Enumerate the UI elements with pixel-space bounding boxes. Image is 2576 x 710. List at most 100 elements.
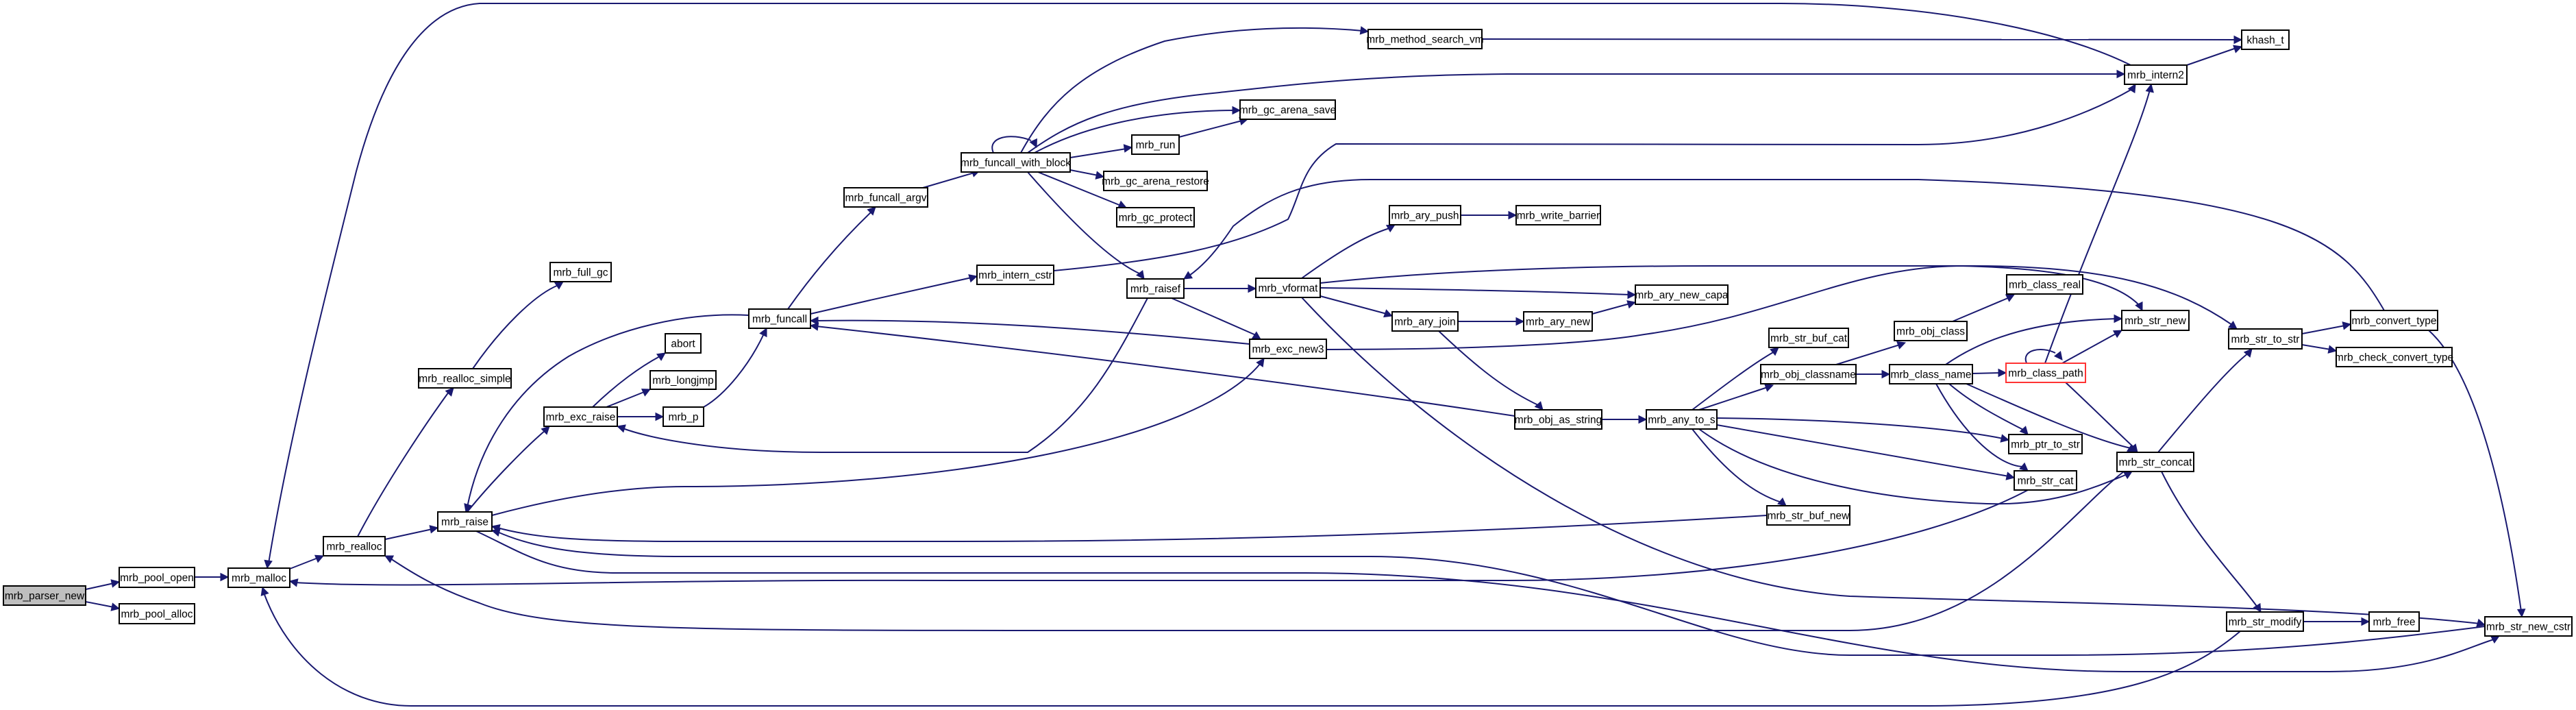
node-box[interactable] xyxy=(2124,64,2188,85)
node-box[interactable] xyxy=(1646,409,1718,430)
node-box[interactable] xyxy=(1255,278,1321,298)
node-any-to-s[interactable]: mrb_any_to_s xyxy=(1646,409,1718,430)
node-class-name[interactable]: mrb_class_name xyxy=(1889,364,1973,384)
node-box[interactable] xyxy=(549,262,612,282)
node-exc-raise[interactable]: mrb_exc_raise xyxy=(543,406,618,427)
node-realloc-simple[interactable]: mrb_realloc_simple xyxy=(418,368,512,389)
node-box[interactable] xyxy=(1239,99,1336,120)
node-pool-alloc[interactable]: mrb_pool_alloc xyxy=(119,603,195,624)
node-box[interactable] xyxy=(1367,29,1483,49)
node-box[interactable] xyxy=(1766,505,1850,526)
node-box[interactable] xyxy=(649,370,717,390)
node-box[interactable] xyxy=(1514,409,1602,430)
node-gc-protect[interactable]: mrb_gc_protect xyxy=(1116,207,1195,228)
node-full-gc[interactable]: mrb_full_gc xyxy=(549,262,612,282)
node-ary-join[interactable]: mrb_ary_join xyxy=(1391,311,1459,332)
node-exc-new3[interactable]: mrb_exc_new3 xyxy=(1249,339,1327,359)
node-obj-classname[interactable]: mrb_obj_classname xyxy=(1760,364,1857,384)
node-p[interactable]: mrb_p xyxy=(662,406,704,427)
node-ary-new[interactable]: mrb_ary_new xyxy=(1523,311,1593,332)
node-check-convert-type[interactable]: mrb_check_convert_type xyxy=(2335,347,2453,367)
node-malloc[interactable]: mrb_malloc xyxy=(227,567,290,588)
node-box[interactable] xyxy=(976,265,1054,285)
node-box[interactable] xyxy=(119,603,195,624)
node-box[interactable] xyxy=(2121,310,2190,331)
node-box[interactable] xyxy=(2336,347,2453,367)
node-str-concat[interactable]: mrb_str_concat xyxy=(2116,452,2194,472)
node-intern2[interactable]: mrb_intern2 xyxy=(2124,64,2188,85)
node-longjmp[interactable]: mrb_longjmp xyxy=(649,370,717,390)
node-abort[interactable]: abort xyxy=(665,333,702,354)
node-convert-type[interactable]: mrb_convert_type xyxy=(2350,310,2438,331)
node-free[interactable]: mrb_free xyxy=(2368,611,2420,632)
node-ary-new-capa[interactable]: mrb_ary_new_capa xyxy=(1635,284,1729,305)
node-box[interactable] xyxy=(1889,364,1973,384)
node-run[interactable]: mrb_run xyxy=(1131,134,1180,155)
node-realloc[interactable]: mrb_realloc xyxy=(323,536,386,556)
node-khash-t[interactable]: khash_t xyxy=(2241,29,2290,50)
node-box[interactable] xyxy=(2005,363,2086,383)
node-vformat[interactable]: mrb_vformat xyxy=(1255,278,1321,298)
node-box[interactable] xyxy=(3,585,86,606)
node-box[interactable] xyxy=(2008,434,2083,454)
node-box[interactable] xyxy=(2014,470,2077,491)
node-box[interactable] xyxy=(2484,616,2573,637)
node-gc-arena-restore[interactable]: mrb_gc_arena_restore xyxy=(1102,171,1209,191)
node-obj-as-string[interactable]: mrb_obj_as_string xyxy=(1514,409,1602,430)
node-box[interactable] xyxy=(1635,284,1729,305)
node-box[interactable] xyxy=(843,187,928,208)
node-box[interactable] xyxy=(418,368,512,389)
node-box[interactable] xyxy=(323,536,386,556)
node-gc-arena-save[interactable]: mrb_gc_arena_save xyxy=(1239,99,1336,120)
node-funcall-argv[interactable]: mrb_funcall_argv xyxy=(843,187,928,208)
node-str-to-str[interactable]: mrb_str_to_str xyxy=(2228,328,2303,350)
node-raisef[interactable]: mrb_raisef xyxy=(1126,278,1185,299)
node-class-path[interactable]: mrb_class_path xyxy=(2005,363,2086,383)
node-raise[interactable]: mrb_raise xyxy=(437,511,493,532)
node-parser-new[interactable]: mrb_parser_new xyxy=(3,585,86,606)
node-box[interactable] xyxy=(2006,274,2083,295)
node-box[interactable] xyxy=(1894,321,1968,341)
node-method-search-vm[interactable]: mrb_method_search_vm xyxy=(1366,29,1484,49)
node-class-real[interactable]: mrb_class_real xyxy=(2006,274,2083,295)
node-box[interactable] xyxy=(1389,205,1461,225)
node-obj-class[interactable]: mrb_obj_class xyxy=(1894,321,1968,341)
node-box[interactable] xyxy=(1760,364,1857,384)
node-str-cat[interactable]: mrb_str_cat xyxy=(2014,470,2077,491)
node-funcall-with-block[interactable]: mrb_funcall_with_block xyxy=(961,152,1071,173)
node-box[interactable] xyxy=(1103,171,1208,191)
node-box[interactable] xyxy=(1126,278,1185,299)
node-str-new[interactable]: mrb_str_new xyxy=(2121,310,2190,331)
node-box[interactable] xyxy=(2241,29,2290,50)
node-box[interactable] xyxy=(2226,611,2304,632)
node-box[interactable] xyxy=(662,406,704,427)
node-str-buf-new[interactable]: mrb_str_buf_new xyxy=(1766,505,1850,526)
node-box[interactable] xyxy=(665,333,702,354)
node-ptr-to-str[interactable]: mrb_ptr_to_str xyxy=(2008,434,2083,454)
node-str-modify[interactable]: mrb_str_modify xyxy=(2226,611,2304,632)
node-box[interactable] xyxy=(1523,311,1593,332)
node-box[interactable] xyxy=(961,152,1071,173)
node-str-new-cstr[interactable]: mrb_str_new_cstr xyxy=(2484,616,2573,637)
node-str-buf-cat[interactable]: mrb_str_buf_cat xyxy=(1768,328,1849,348)
node-box[interactable] xyxy=(1391,311,1459,332)
node-intern-cstr[interactable]: mrb_intern_cstr xyxy=(976,265,1054,285)
node-box[interactable] xyxy=(1515,205,1601,225)
node-pool-open[interactable]: mrb_pool_open xyxy=(119,567,195,588)
node-box[interactable] xyxy=(2350,310,2438,331)
node-box[interactable] xyxy=(1116,207,1195,228)
node-ary-push[interactable]: mrb_ary_push xyxy=(1389,205,1461,225)
node-funcall[interactable]: mrb_funcall xyxy=(748,308,811,329)
node-box[interactable] xyxy=(1131,134,1180,155)
node-box[interactable] xyxy=(2228,328,2303,350)
node-box[interactable] xyxy=(2368,611,2420,632)
node-box[interactable] xyxy=(543,406,618,427)
node-box[interactable] xyxy=(1249,339,1327,359)
node-box[interactable] xyxy=(119,567,195,588)
node-box[interactable] xyxy=(748,308,811,329)
node-box[interactable] xyxy=(1768,328,1849,348)
node-write-barrier[interactable]: mrb_write_barrier xyxy=(1515,205,1601,225)
node-box[interactable] xyxy=(2116,452,2194,472)
node-box[interactable] xyxy=(437,511,493,532)
node-box[interactable] xyxy=(227,567,290,588)
